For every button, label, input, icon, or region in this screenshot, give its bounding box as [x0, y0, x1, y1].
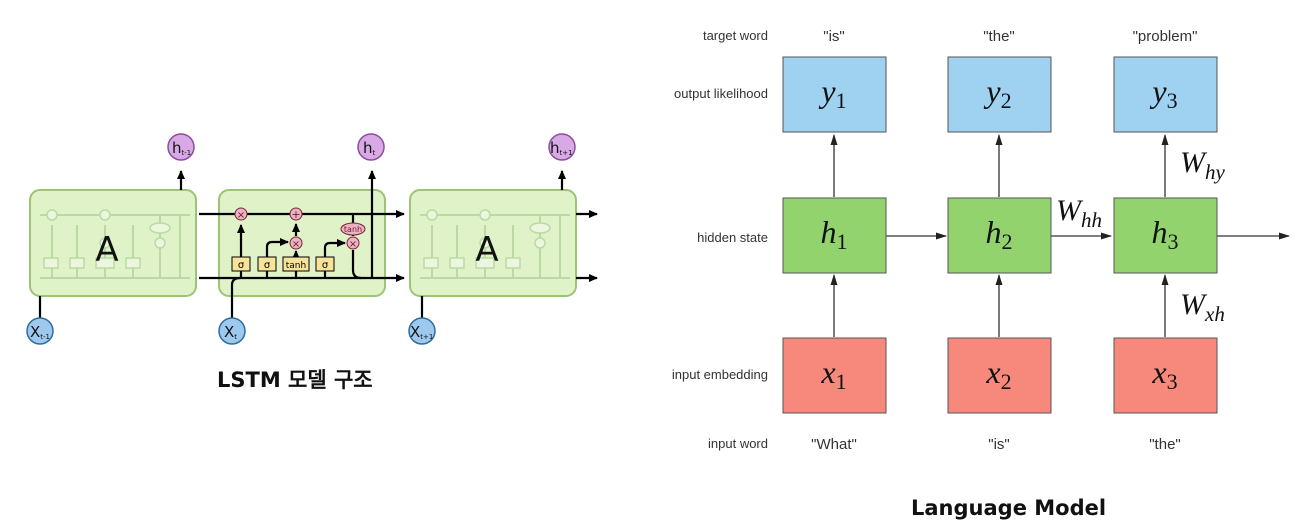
lstm-output-h-prev-sub: t-1 [182, 149, 192, 157]
lstm-output-h-next-base: h [550, 139, 560, 157]
lstm-output-h-curr-base: h [363, 139, 373, 157]
lstm-cell-left-label: A [95, 230, 118, 270]
lstm-cell-left: A [29, 189, 197, 297]
svg-text:ht-1: ht-1 [172, 139, 191, 157]
op-tanh: tanh [344, 225, 362, 234]
lstm-output-h-next-sub: t+1 [560, 149, 573, 157]
weight-w-xh: Wxh [1180, 288, 1225, 326]
svg-text:h1: h1 [821, 214, 848, 254]
lstm-input-x-next-base: X [410, 323, 420, 341]
svg-text:y3: y3 [1149, 73, 1177, 113]
svg-text:x1: x1 [820, 354, 846, 394]
lstm-input-x-prev-base: X [30, 323, 40, 341]
hidden-h2-base: h [986, 214, 1002, 250]
lstm-input-x-prev-sub: t-1 [40, 333, 50, 341]
lstm-input-x-prev: Xt-1 [26, 317, 54, 345]
hidden-boxes [782, 197, 1218, 274]
weight-w-hh-base: W [1056, 194, 1084, 227]
op-multiply-input: × [292, 239, 300, 250]
hidden-h2-sub: 2 [1002, 229, 1013, 254]
lstm-input-x-next-sub: t+1 [420, 333, 433, 341]
lstm-output-h-prev: ht-1 [167, 133, 195, 161]
weight-w-hy: Why [1180, 146, 1226, 184]
weight-w-hh-sub: hh [1081, 208, 1102, 232]
hidden-h3-base: h [1152, 214, 1168, 250]
embedding-x3-base: x [1151, 354, 1166, 390]
output-boxes [782, 56, 1218, 133]
language-model-diagram: target word output likelihood hidden sta… [672, 28, 1290, 453]
lstm-cell-right: A [409, 189, 577, 297]
weight-w-xh-sub: xh [1204, 302, 1225, 326]
target-word-2: "the" [983, 28, 1015, 45]
gate-forget-label: σ [238, 260, 245, 271]
language-model-caption: Language Model [911, 496, 1107, 520]
lstm-input-x-next: Xt+1 [408, 317, 436, 345]
embedding-x1-base: x [820, 354, 835, 390]
lstm-input-x-curr: Xt [218, 317, 246, 345]
lstm-output-h-curr-sub: t [373, 149, 376, 157]
svg-text:h2: h2 [986, 214, 1013, 254]
op-add: + [291, 208, 300, 221]
target-word-3: "problem" [1133, 28, 1198, 45]
op-multiply-forget: × [237, 210, 245, 221]
svg-text:h3: h3 [1152, 214, 1179, 254]
hidden-h3-sub: 3 [1168, 229, 1179, 254]
svg-text:ht: ht [363, 139, 376, 157]
row-label-embedding: input embedding [672, 367, 768, 382]
lstm-cell-middle: σ σ tanh σ × + × tanh × [199, 170, 405, 318]
gate-tanh-label: tanh [286, 261, 306, 271]
gate-input-label: σ [264, 260, 271, 271]
input-word-1: "What" [811, 436, 857, 453]
output-y3-sub: 3 [1167, 88, 1178, 113]
gate-output-label: σ [322, 260, 329, 271]
input-word-2: "is" [988, 436, 1009, 453]
lstm-input-x-curr-base: X [224, 323, 234, 341]
embedding-x2-base: x [985, 354, 1000, 390]
row-label-output: output likelihood [674, 86, 768, 101]
output-y2-sub: 2 [1001, 88, 1012, 113]
embedding-boxes [782, 337, 1218, 414]
weight-w-hy-sub: hy [1205, 160, 1226, 184]
lstm-output-h-next: ht+1 [548, 133, 576, 161]
embedding-x3-sub: 3 [1167, 369, 1178, 394]
lstm-output-h-prev-base: h [172, 139, 182, 157]
lstm-cell-right-label: A [475, 230, 498, 270]
weight-w-hh: Whh [1056, 194, 1102, 232]
op-multiply-output: × [349, 239, 357, 250]
embedding-x2-sub: 2 [1001, 369, 1012, 394]
embedding-x1-sub: 1 [836, 369, 847, 394]
row-label-input: input word [708, 436, 768, 451]
lstm-input-x-curr-sub: t [234, 333, 237, 341]
svg-text:Xt+1: Xt+1 [410, 323, 433, 341]
svg-text:x2: x2 [985, 354, 1011, 394]
lstm-diagram: A [26, 133, 598, 345]
output-y3-base: y [1149, 73, 1167, 109]
hidden-h1-base: h [821, 214, 837, 250]
weight-w-hy-base: W [1180, 146, 1208, 179]
svg-text:y2: y2 [983, 73, 1011, 113]
output-y1-sub: 1 [836, 88, 847, 113]
target-word-1: "is" [823, 28, 844, 45]
svg-text:x3: x3 [1151, 354, 1177, 394]
input-word-3: "the" [1149, 436, 1181, 453]
output-y2-base: y [983, 73, 1001, 109]
row-label-target: target word [703, 28, 768, 43]
svg-text:y1: y1 [818, 73, 846, 113]
svg-text:Xt: Xt [224, 323, 237, 341]
output-y1-base: y [818, 73, 836, 109]
svg-text:Xt-1: Xt-1 [30, 323, 50, 341]
row-label-hidden: hidden state [697, 230, 768, 245]
lstm-output-h-curr: ht [357, 133, 385, 161]
hidden-h1-sub: 1 [837, 229, 848, 254]
svg-text:ht+1: ht+1 [550, 139, 573, 157]
lstm-caption: LSTM 모델 구조 [217, 368, 373, 392]
weight-w-xh-base: W [1180, 288, 1208, 321]
